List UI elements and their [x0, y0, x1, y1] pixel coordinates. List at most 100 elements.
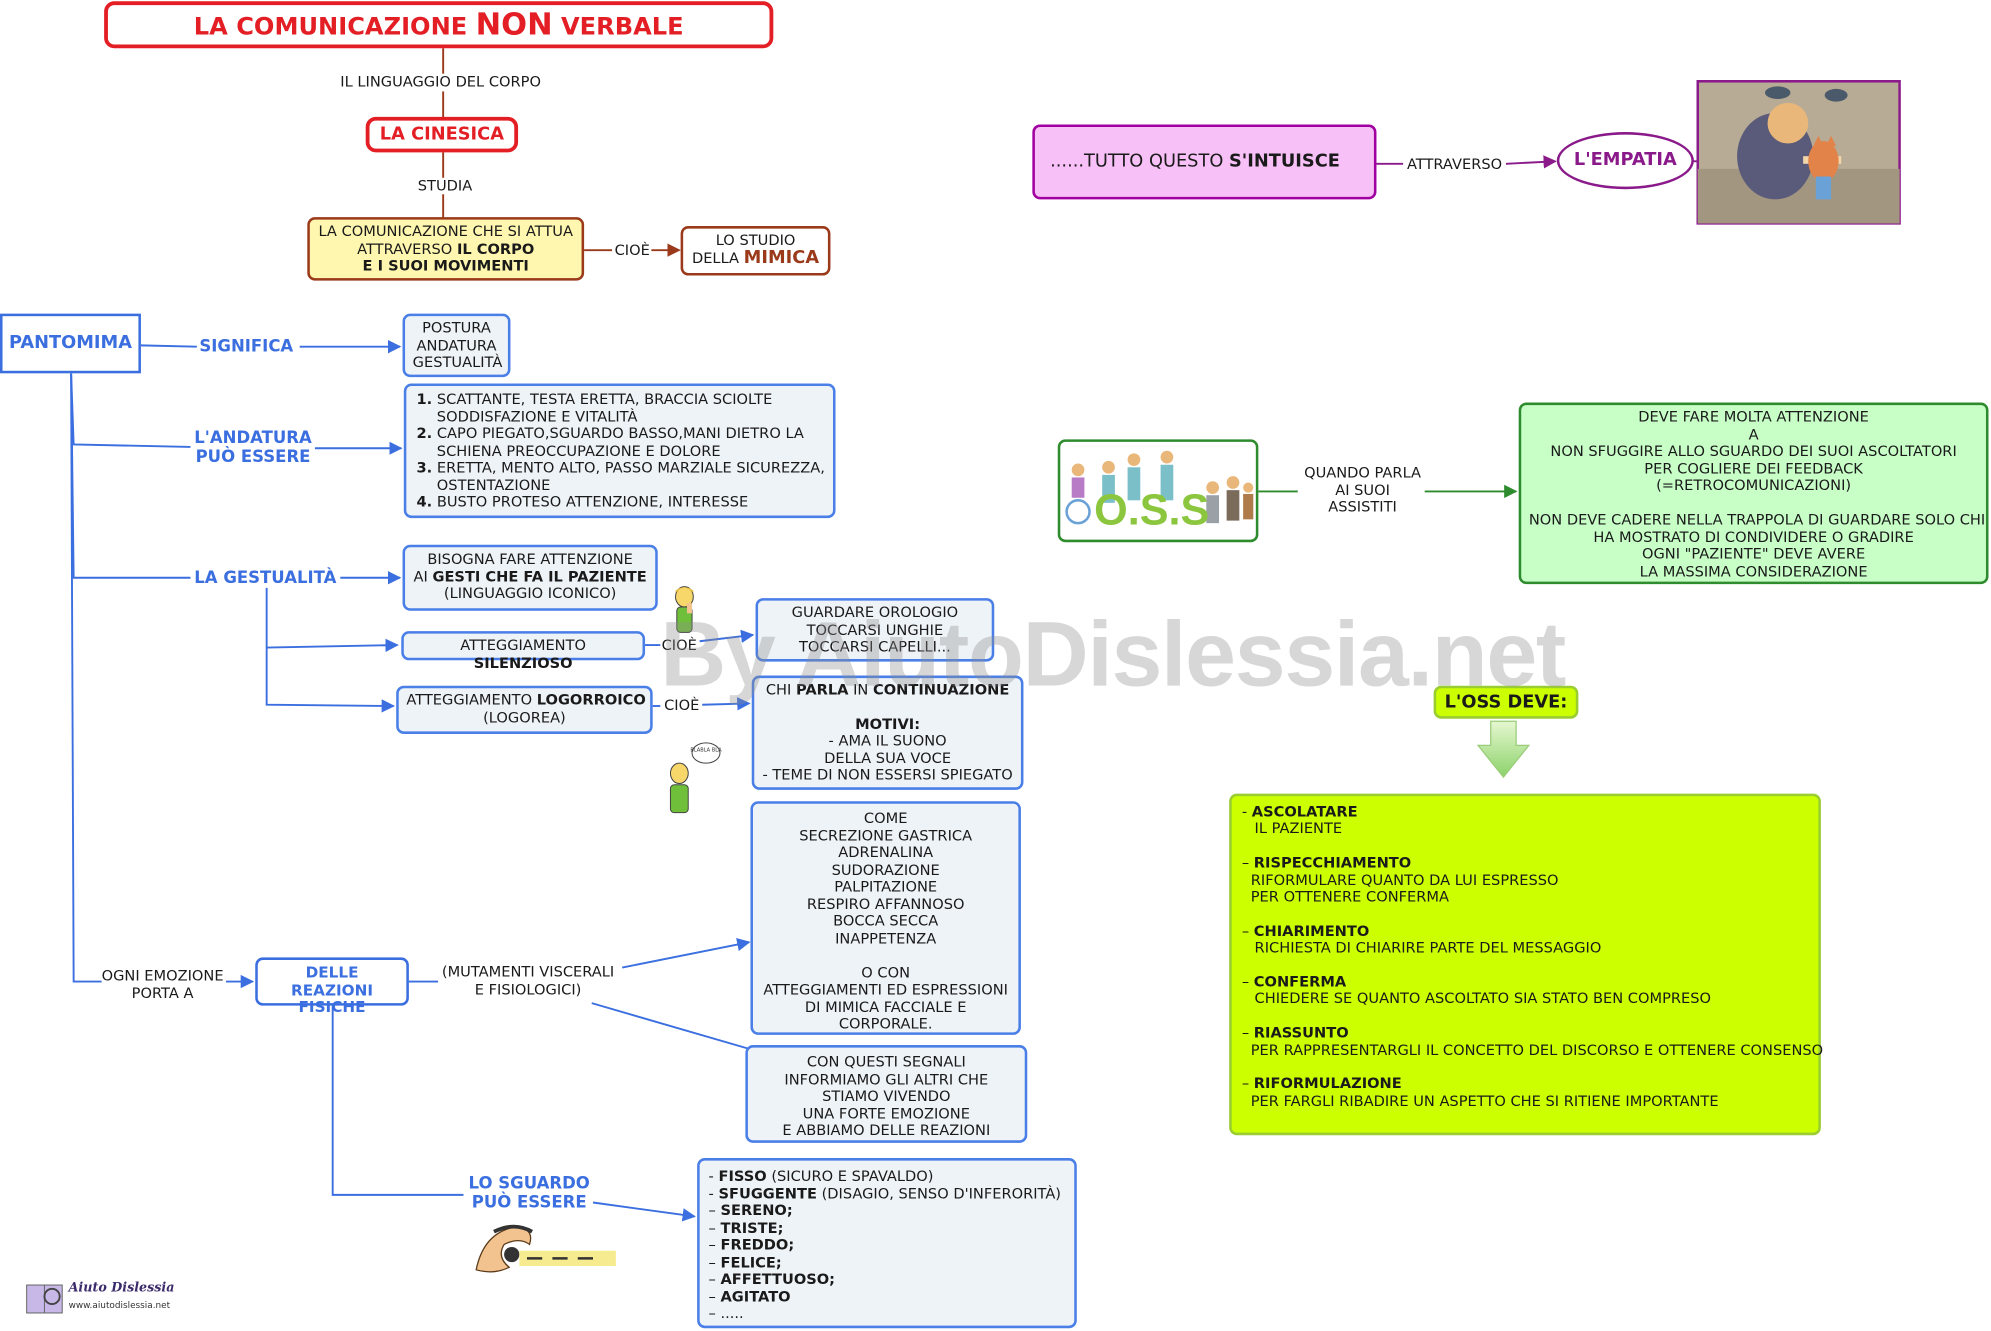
- title-post: VERBALE: [552, 12, 684, 41]
- andatura-text: ERETTA, MENTO ALTO, PASSO MARZIALE SICUR…: [436, 458, 825, 477]
- cioe-silenzioso: CIOÈ: [661, 636, 697, 654]
- silenzioso-detail: TOCCARSI UNGHIE: [806, 620, 944, 639]
- comunicazione-line2b: IL CORPO: [456, 239, 535, 258]
- andatura-text: CAPO PIEGATO,SGUARDO BASSO,MANI DIETRO L…: [436, 424, 804, 442]
- arrow-down-icon: [1476, 720, 1531, 779]
- andatura-text: OSTENTAZIONE: [436, 475, 551, 494]
- quando-parla-label: QUANDO PARLA AI SUOI ASSISTITI: [1304, 464, 1421, 516]
- sguardo-bold: SFUGGENTE: [718, 1184, 817, 1202]
- sguardo-label-line: LO SGUARDO: [468, 1174, 590, 1194]
- link-cioe: CIOÈ: [614, 241, 650, 260]
- logorroico-box: ATTEGGIAMENTO LOGORROICO (LOGOREA): [396, 685, 653, 734]
- deve-heading: CONFERMA: [1253, 972, 1347, 991]
- sguardo-bold: AFFETTUOSO;: [720, 1269, 836, 1288]
- logorroico-b: LOGORROICO: [536, 690, 646, 709]
- studio-line2b: MIMICA: [743, 246, 820, 268]
- footer-logo-url: www.aiutodislessia.net: [68, 1300, 171, 1311]
- deve-desc: IL PAZIENTE: [1254, 819, 1343, 838]
- andatura-num: 1.: [416, 389, 433, 408]
- andatura-num: 2.: [416, 424, 433, 442]
- logo-motivi: MOTIVI:: [855, 714, 921, 733]
- reazioni-detail: SUDORAZIONE: [831, 860, 940, 879]
- segnali-box: CON QUESTI SEGNALI INFORMIAMO GLI ALTRI …: [745, 1045, 1028, 1143]
- sguardo-text: (SICURO E SPAVALDO): [766, 1166, 934, 1185]
- studio-box: LO STUDIO DELLA MIMICA: [680, 226, 831, 276]
- link-studia: STUDIA: [417, 176, 473, 195]
- segnali-line: STIAMO VIVENDO: [822, 1086, 951, 1105]
- andatura-box: 1. SCATTANTE, TESTA ERETTA, BRACCIA SCIO…: [403, 383, 836, 519]
- sguardo-box: - FISSO (SICURO E SPAVALDO) - SFUGGENTE …: [697, 1158, 1077, 1329]
- deve-heading: RIFORMULAZIONE: [1253, 1074, 1402, 1093]
- andatura-text: SCHIENA PREOCCUPAZIONE E DOLORE: [436, 441, 721, 460]
- reazioni-detail: COME: [863, 808, 908, 827]
- andatura-num: 4.: [416, 492, 433, 511]
- gesti-line2a: AI: [413, 566, 433, 585]
- andatura-num: 3.: [416, 458, 433, 477]
- talking-person-icon: BLABLA BLA: [669, 742, 722, 814]
- attenzione-line: LA MASSIMA CONSIDERAZIONE: [1639, 561, 1868, 580]
- logorroico-detail-box: CHI PARLA IN CONTINUAZIONE MOTIVI: - AMA…: [751, 675, 1024, 790]
- attenzione-line: DEVE FARE MOLTA ATTENZIONE: [1638, 407, 1869, 426]
- title-pre: LA COMUNICAZIONE: [193, 12, 476, 41]
- logo-l1c: IN: [848, 680, 874, 699]
- main-title: LA COMUNICAZIONE NON VERBALE: [104, 1, 774, 49]
- sguardo-bold: AGITATO: [720, 1286, 791, 1305]
- emozione-label: OGNI EMOZIONE PORTA A: [102, 967, 224, 1002]
- attenzione-line: HA MOSTRATO DI CONDIVIDERE O GRADIRE: [1593, 527, 1914, 546]
- sguardo-bold: FISSO: [718, 1166, 767, 1185]
- deve-desc: RIFORMULARE QUANTO DA LUI ESPRESSO PER O…: [1250, 870, 1559, 906]
- reazioni-node: DELLE REAZIONI FISICHE: [255, 957, 409, 1015]
- reazioni-detail: BOCCA SECCA: [833, 911, 939, 930]
- significa-item: ANDATURA: [416, 335, 497, 354]
- andatura-text: BUSTO PROTESO ATTENZIONE, INTERESSE: [436, 492, 749, 511]
- bubble-text: BLABLA BLA: [690, 748, 722, 754]
- gesti-box: BISOGNA FARE ATTENZIONE AI GESTI CHE FA …: [402, 544, 658, 611]
- segnali-line: E ABBIAMO DELLE REAZIONI: [782, 1121, 991, 1140]
- sguardo-text: .....: [720, 1304, 744, 1322]
- logo-m1: - AMA IL SUONO: [828, 731, 947, 750]
- deve-list-box: - ASCOLATARE IL PAZIENTE – RISPECCHIAMEN…: [1229, 793, 1823, 1136]
- deve-heading: RIASSUNTO: [1253, 1023, 1349, 1042]
- logorroico-a: ATTEGGIAMENTO: [406, 690, 537, 709]
- quando-line: ASSISTITI: [1328, 497, 1397, 516]
- studio-line1: LO STUDIO: [715, 231, 796, 249]
- reazioni-detail-box: COME SECREZIONE GASTRICA ADRENALINA SUDO…: [750, 801, 1021, 1035]
- deve-desc: PER FARGLI RIBADIRE UN ASPETTO CHE SI RI…: [1250, 1091, 1719, 1110]
- tutto-b: S'INTUISCE: [1228, 151, 1340, 172]
- logo-l1a: CHI: [765, 680, 796, 699]
- comunicazione-box: LA COMUNICAZIONE CHE SI ATTUA ATTRAVERSO…: [307, 217, 585, 281]
- silenzioso-a: ATTEGGIAMENTO: [460, 636, 587, 654]
- sguardo-text: (DISAGIO, SENSO D'INFERORITÀ): [816, 1184, 1062, 1202]
- oss-deve-node: L'OSS DEVE:: [1433, 685, 1579, 719]
- attenzione-line: (=RETROCOMUNICAZIONI): [1656, 476, 1852, 494]
- sguardo-label-line: PUÒ ESSERE: [471, 1193, 587, 1213]
- footer-logo: Aiuto Dislessia www.aiutodislessia.net: [25, 1280, 177, 1316]
- silenzioso-detail: TOCCARSI CAPELLI...: [798, 637, 951, 656]
- deve-desc: CHIEDERE SE QUANTO ASCOLTATO SIA STATO B…: [1254, 989, 1712, 1008]
- silenzioso-detail-box: GUARDARE OROLOGIO TOCCARSI UNGHIE TOCCAR…: [755, 598, 995, 662]
- sguardo-bold: SERENO;: [720, 1201, 793, 1220]
- andatura-label-line: PUÒ ESSERE: [195, 448, 311, 468]
- reazioni-detail: DI MIMICA FACCIALE E: [804, 997, 967, 1016]
- andatura-text: SCATTANTE, TESTA ERETTA, BRACCIA SCIOLTE: [436, 389, 773, 408]
- mutamenti-line: E FISIOLOGICI): [474, 979, 582, 998]
- cinesica-node: LA CINESICA: [365, 116, 519, 153]
- significa-box: POSTURA ANDATURA GESTUALITÀ: [402, 313, 511, 378]
- attenzione-line: A: [1748, 424, 1759, 443]
- gesti-line2b: GESTI CHE FA IL PAZIENTE: [432, 566, 647, 585]
- silenzioso-detail: GUARDARE OROLOGIO: [791, 603, 959, 621]
- attenzione-line: PER COGLIERE DEI FEEDBACK: [1644, 459, 1863, 477]
- gesti-line3: (LINGUAGGIO ICONICO): [443, 584, 617, 602]
- significa-item: POSTURA: [422, 318, 491, 337]
- reazioni-label-line: FISICHE: [298, 998, 366, 1016]
- reazioni-detail: PALPITAZIONE: [834, 877, 938, 896]
- mutamenti-label: (MUTAMENTI VISCERALI E FISIOLOGICI): [442, 963, 614, 998]
- emozione-line: PORTA A: [131, 983, 194, 1002]
- footer-logo-name: Aiuto Dislessia: [68, 1281, 175, 1296]
- logo-m2: DELLA SUA VOCE: [824, 748, 952, 767]
- reazioni-detail: RESPIRO AFFANNOSO: [806, 894, 965, 913]
- reazioni-detail: ADRENALINA: [838, 843, 934, 861]
- significa-item: GESTUALITÀ: [412, 353, 503, 371]
- attenzione-line: OGNI "PAZIENTE" DEVE AVERE: [1641, 544, 1866, 563]
